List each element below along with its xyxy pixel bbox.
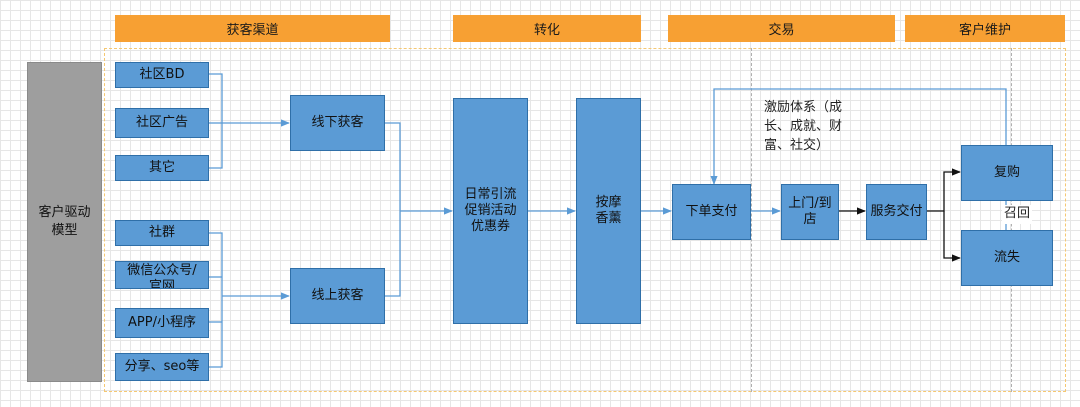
conversion-label-line1: 日常引流 [464,186,517,202]
driver-label-line2: 模型 [51,223,78,238]
order-payment: 下单支付 [672,184,751,240]
offline-acquisition: 线下获客 [290,95,385,151]
online-acquisition: 线上获客 [290,268,385,324]
conversion-label-line2: 促销活动 [464,202,517,218]
incentive-line1: 激励体系（成 [764,100,843,115]
stage-header-conversion: 转化 [453,15,641,42]
stage-divider [751,48,752,392]
churn: 流失 [961,230,1053,286]
customer-driver-model: 客户驱动 模型 [27,62,102,382]
channel-group: 社群 [115,220,209,246]
wechat-label-line2: 官网 [148,279,175,289]
flow-frame [104,48,1066,392]
repurchase: 复购 [961,145,1053,201]
service-delivery: 服务交付 [866,184,927,240]
visit-label-line2: 店 [803,212,817,227]
incentive-line3: 富、社交） [764,137,830,153]
channel-other: 其它 [115,155,209,181]
channel-community-ads: 社区广告 [115,108,209,138]
product-label-line1: 按摩 [595,194,622,210]
incentive-line2: 长、成就、财 [764,118,843,134]
conversion-tactics: 日常引流 促销活动 优惠券 [453,98,528,324]
wechat-label-line1: 微信公众号/ [127,263,197,278]
stage-header-maintenance: 客户维护 [905,15,1065,42]
product-label-line2: 香薰 [595,211,622,226]
stage-header-transaction: 交易 [668,15,895,42]
stage-header-acquisition: 获客渠道 [115,15,390,42]
driver-label-line1: 客户驱动 [38,205,91,221]
channel-community-bd: 社区BD [115,62,209,88]
home-or-store-visit: 上门/到 店 [781,184,839,240]
product-massage-aroma: 按摩 香薰 [576,98,641,324]
visit-label-line1: 上门/到 [788,195,832,211]
conversion-label-line3: 优惠券 [470,219,510,235]
incentive-system-note: 激励体系（成 长、成就、财 富、社交） [764,99,874,156]
channel-share-seo: 分享、seo等 [115,353,209,381]
channel-app-miniprogram: APP/小程序 [115,308,209,338]
channel-wechat-website: 微信公众号/ 官网 [115,261,209,289]
recall-label: 召回 [1002,205,1033,224]
